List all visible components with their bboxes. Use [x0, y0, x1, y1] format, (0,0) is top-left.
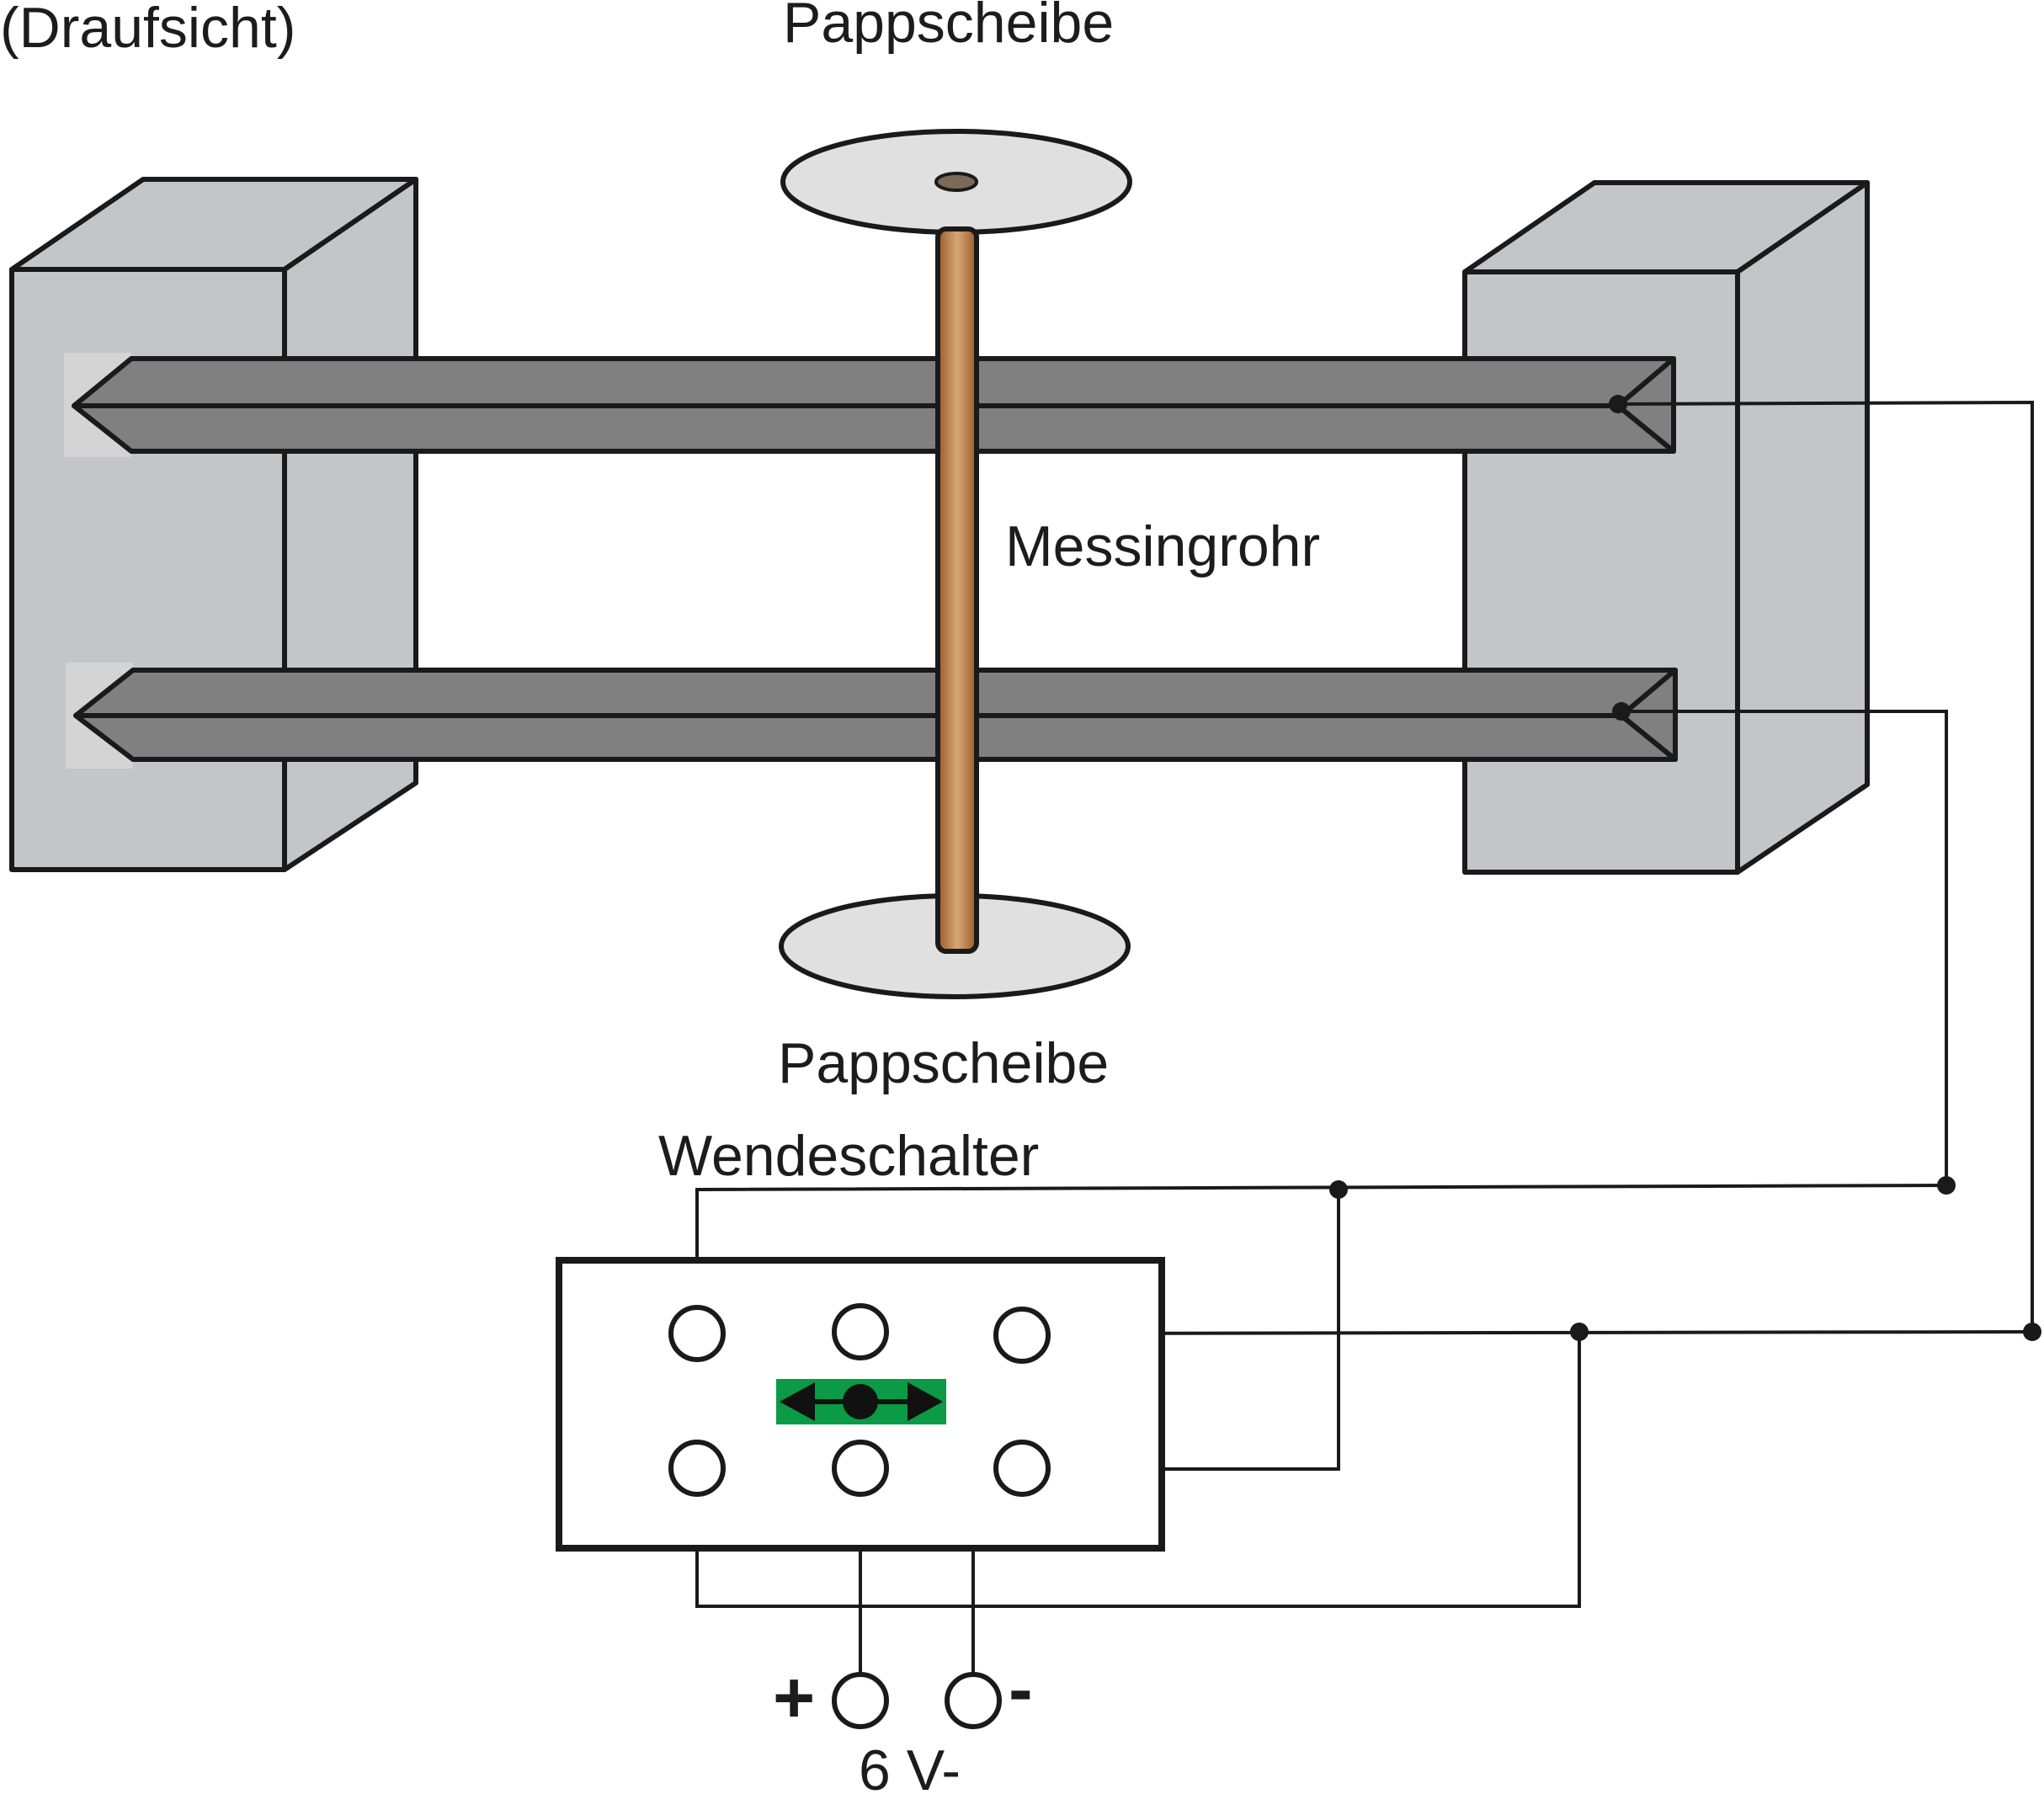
- switch-terminal-bottom-left: [668, 1440, 726, 1497]
- switch-terminal-top-right: [993, 1307, 1051, 1364]
- disc-top-label: Pappscheibe: [783, 0, 1114, 55]
- switch-label: Wendeschalter: [658, 1124, 1039, 1188]
- switch-terminal-top-left: [668, 1305, 726, 1362]
- brass-tube: [935, 226, 979, 954]
- supply-label: 6 V-: [859, 1738, 961, 1794]
- bottom-rail-end-face: [1619, 668, 1678, 762]
- left-block-side-face: [282, 177, 418, 872]
- wire-top-rail: [1617, 400, 2034, 1332]
- bottom-rail-lower-face: [73, 713, 1678, 762]
- junction-2: [1937, 1176, 1956, 1195]
- tube-label: Messingrohr: [1005, 514, 1320, 578]
- view-label: (Draufsicht): [0, 0, 295, 60]
- bottom-rail-upper-face: [73, 668, 1678, 718]
- rotor: [779, 129, 1132, 999]
- wire-bottom-rail: [1621, 710, 1948, 1185]
- junction-3: [1570, 1323, 1589, 1341]
- junction-4: [2023, 1323, 2041, 1341]
- right-block-side-face: [1735, 180, 1870, 875]
- junction-1: [1329, 1180, 1348, 1199]
- switch-terminal-top-center: [832, 1303, 889, 1360]
- top-rail-upper-face: [72, 356, 1676, 408]
- disc-bottom-label: Pappscheibe: [778, 1031, 1109, 1095]
- top-disc-hole: [934, 172, 978, 192]
- supply-terminal-minus: [945, 1672, 1002, 1729]
- arrow-left-icon: [780, 1382, 815, 1421]
- right-block: [1462, 180, 1870, 875]
- rail-contact-top: [1609, 395, 1627, 413]
- rail-contact-bottom: [1612, 702, 1631, 721]
- switch-lever[interactable]: [776, 1379, 946, 1424]
- wire-middle-horizontal: [1021, 1330, 2033, 1335]
- top-rail-lower-face: [72, 403, 1676, 454]
- power-supply: [832, 1672, 1002, 1729]
- top-rail: [64, 353, 1676, 457]
- switch-terminal-bottom-right: [993, 1440, 1051, 1497]
- switch-lever-knob: [843, 1384, 878, 1419]
- bottom-rail: [66, 663, 1678, 769]
- switch-terminal-bottom-center: [832, 1440, 889, 1497]
- reversing-switch: [556, 1257, 1165, 1552]
- plus-sign: +: [773, 1658, 815, 1738]
- supply-terminal-plus: [832, 1672, 889, 1729]
- arrow-right-icon: [908, 1382, 943, 1421]
- minus-sign: -: [1009, 1649, 1033, 1730]
